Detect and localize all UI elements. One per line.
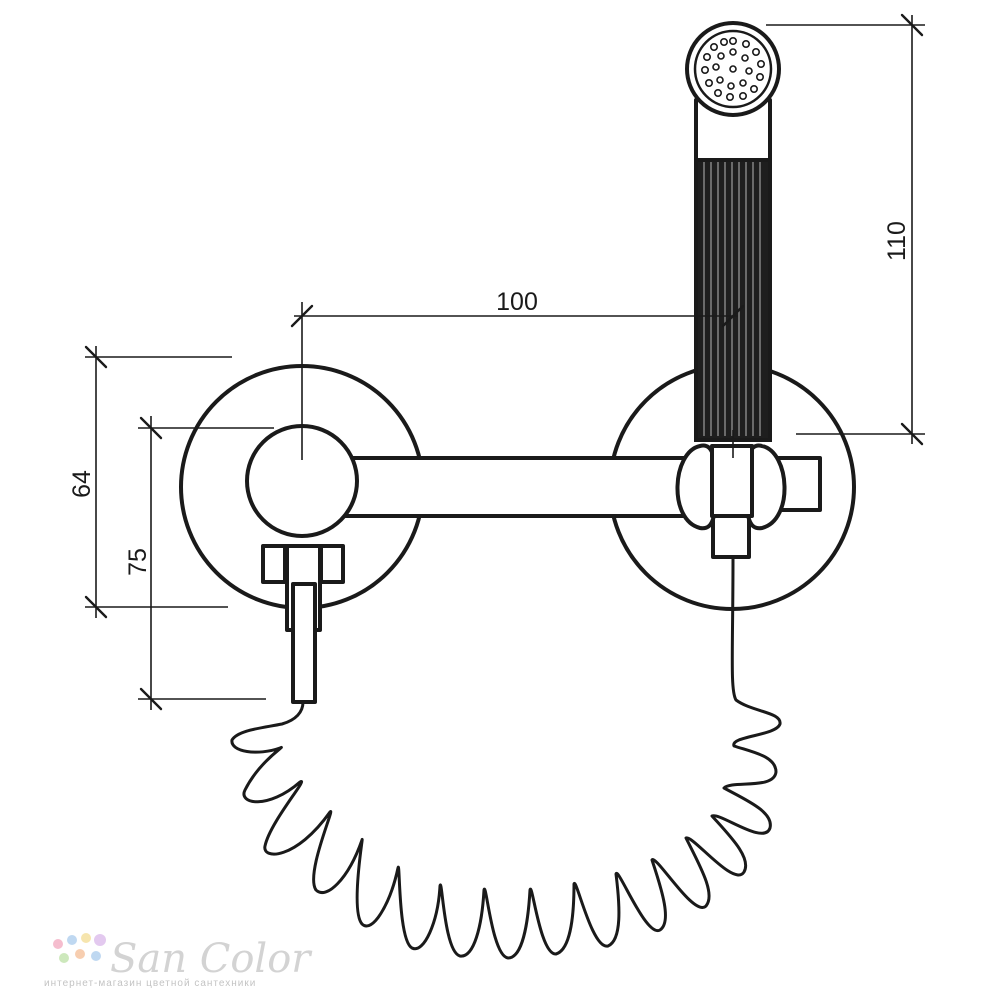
- dimension-label-75: 75: [124, 548, 152, 576]
- horizontal-arm: [343, 456, 697, 518]
- left-valve-body: [245, 424, 359, 704]
- dimension-64: 64: [68, 345, 232, 619]
- dimension-label-64: 64: [68, 470, 96, 498]
- dimension-110: 110: [766, 13, 925, 446]
- dimension-label-100: 100: [496, 288, 538, 316]
- logo-tagline: интернет-магазин цветной сантехники: [44, 978, 256, 989]
- coiled-hose: [230, 555, 782, 960]
- dimension-100: 100: [290, 288, 745, 328]
- dimension-label-110: 110: [883, 221, 911, 261]
- spray-nozzles: [700, 36, 765, 102]
- right-holder: [675, 443, 822, 559]
- logo-name: San Color: [110, 936, 313, 982]
- dimension-75: 75: [124, 416, 274, 711]
- hand-shower: [685, 21, 781, 442]
- center-lines: [301, 302, 734, 460]
- sancolor-logo: San Color интернет-магазин цветной санте…: [44, 933, 313, 989]
- logo-dots: [53, 933, 106, 963]
